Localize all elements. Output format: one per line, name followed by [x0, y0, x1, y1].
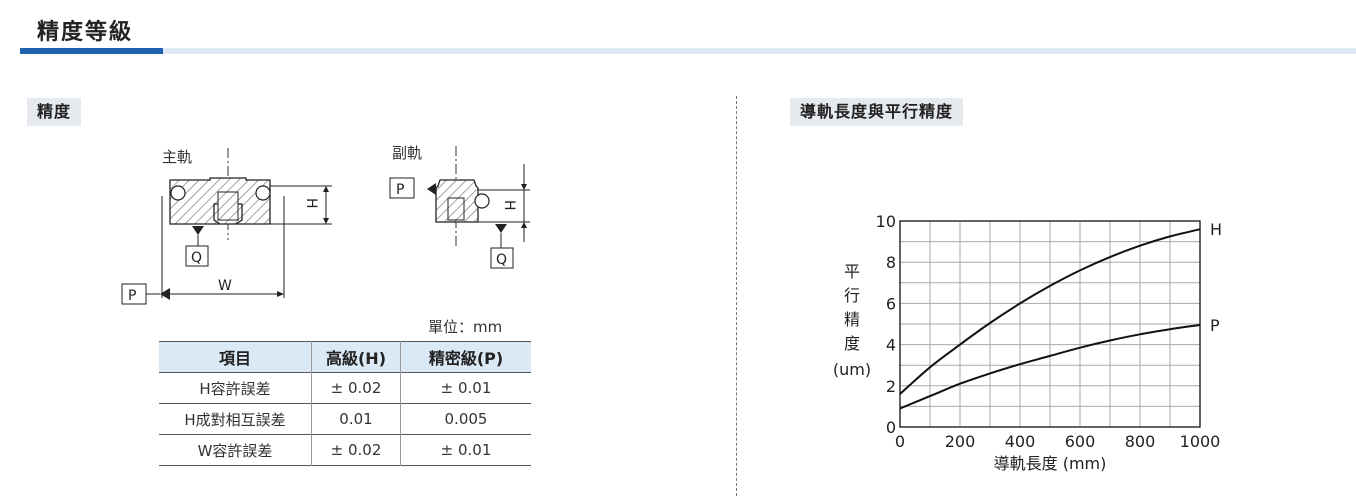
x-axis-label: 導軌長度 (mm): [994, 454, 1107, 473]
q-box-main: [185, 245, 209, 267]
title-underline: [20, 48, 1356, 54]
q-marker-main: [192, 226, 204, 235]
p-label-main: P: [128, 288, 136, 304]
p-marker-sub: [427, 183, 436, 195]
q-label-sub: Q: [496, 252, 507, 268]
main-rail-label: 主軌: [162, 148, 192, 166]
y-axis-label: 平行精度 (um): [833, 262, 871, 379]
table-cell: 0.005: [444, 410, 488, 428]
col-header-high: 高級(H): [311, 341, 401, 373]
series-label-h: H: [1210, 220, 1222, 239]
h-arrow-top-sub: [521, 184, 527, 190]
page-title: 精度等級: [37, 20, 134, 45]
y-tick-label: 2: [886, 377, 896, 396]
main-rail-bolt-hole: [217, 191, 239, 221]
sub-rail-ball: [474, 193, 490, 209]
col-header-precision: 精密級(P): [400, 341, 531, 373]
table-row: H成對相互誤差 0.01 0.005: [159, 403, 531, 435]
rail-diagram: 主軌 Q H W P 副軌 P Q H: [121, 144, 530, 305]
h-arrow-bottom-sub: [521, 222, 527, 228]
main-rail-ball-left: [170, 185, 186, 201]
table-header-row: 項目 高級(H) 精密級(P): [159, 341, 531, 373]
y-axis-label-char: 精: [844, 310, 860, 329]
p-box-sub: [389, 177, 415, 199]
y-tick-label: 10: [876, 212, 896, 231]
unit-label: 單位：mm: [428, 318, 503, 336]
table-cell: ± 0.02: [311, 434, 401, 466]
y-axis-label-unit: (um): [833, 360, 871, 379]
h-arrow-top-main: [323, 186, 329, 192]
h-arrow-bottom-main: [323, 218, 329, 224]
q-marker-sub: [495, 224, 507, 233]
y-tick-label: 8: [886, 253, 896, 272]
p-label-sub: P: [396, 182, 404, 198]
x-tick-label: 0: [895, 432, 905, 451]
sub-rail-bolt-hole: [447, 197, 465, 221]
series-line-h: [899, 228, 1201, 395]
p-marker-main: [160, 288, 170, 300]
col-header-item: 項目: [159, 341, 312, 373]
q-label-main: Q: [191, 250, 202, 266]
x-tick-label: 1000: [1180, 432, 1221, 451]
x-tick-label: 800: [1125, 432, 1156, 451]
q-box-sub: [490, 247, 514, 269]
section-label-accuracy: 精度: [27, 98, 82, 126]
h-label-sub: H: [501, 200, 517, 211]
table-cell: ± 0.01: [440, 441, 492, 459]
h-label-main: H: [303, 198, 319, 209]
accuracy-table: 項目 高級(H) 精密級(P) H容許誤差 ± 0.02 ± 0.01 H成對相…: [159, 341, 531, 466]
w-label: W: [218, 278, 232, 294]
y-tick-label: 0: [886, 418, 896, 437]
y-tick-label: 4: [886, 336, 896, 355]
table-row: W容許誤差 ± 0.02 ± 0.01: [159, 434, 531, 466]
table-cell: H容許誤差: [159, 372, 312, 404]
plot-frame: [899, 220, 1201, 428]
w-arrow-right: [277, 291, 284, 297]
series-label-p: P: [1210, 316, 1220, 335]
chart-grid: [900, 221, 1200, 427]
series-line-p: [899, 324, 1201, 410]
section-divider: [736, 96, 737, 496]
table-cell: H成對相互誤差: [159, 403, 312, 435]
table-cell: ± 0.02: [311, 372, 401, 404]
y-axis-label-char: 度: [844, 334, 860, 353]
chart-series: HP: [899, 220, 1222, 410]
table-row: H容許誤差 ± 0.02 ± 0.01: [159, 372, 531, 404]
sub-rail-label: 副軌: [392, 144, 422, 162]
x-tick-label: 200: [945, 432, 976, 451]
chart-ticks: 0 200 400 600 800 1000 0 2 4 6 8 10: [876, 212, 1221, 451]
title-underline-accent: [20, 48, 163, 54]
x-tick-label: 400: [1005, 432, 1036, 451]
y-axis-label-char: 平: [844, 262, 860, 281]
table-cell: 0.01: [311, 403, 401, 435]
section-label-parallelism: 導軌長度與平行精度: [790, 98, 964, 126]
y-axis-label-char: 行: [844, 286, 860, 305]
table-cell: W容許誤差: [159, 434, 312, 466]
y-tick-label: 6: [886, 294, 896, 313]
main-rail-ball-right: [255, 185, 271, 201]
x-tick-label: 600: [1065, 432, 1096, 451]
table-cell: ± 0.01: [440, 379, 492, 397]
